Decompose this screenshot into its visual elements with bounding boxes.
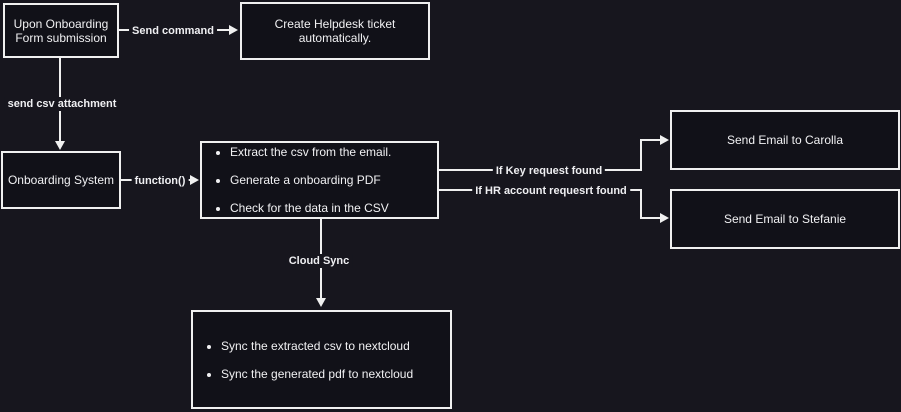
extract-task-list: Extract the csv from the email. Generate…	[212, 131, 391, 229]
arrow-head-icon	[55, 141, 65, 150]
edge-label-function: function()	[131, 174, 189, 188]
edge-label-if-key-request: If Key request found	[492, 164, 606, 178]
edge-if-key-line	[640, 139, 642, 171]
sync-task-item: Sync the extracted csv to nextcloud	[221, 339, 413, 353]
arrow-head-icon	[660, 213, 669, 223]
node-upon-onboarding-form-submission[interactable]: Upon Onboarding Form submission	[3, 3, 119, 58]
edge-if-hr-line	[640, 217, 661, 219]
edge-label-send-csv-attachment: send csv attachment	[4, 97, 120, 111]
edge-if-key-line	[640, 139, 661, 141]
arrow-head-icon	[660, 135, 669, 145]
edge-label-if-hr-account-request: If HR account requesrt found	[472, 184, 630, 198]
extract-task-item: Check for the data in the CSV	[230, 201, 391, 215]
arrow-head-icon	[190, 175, 199, 185]
extract-task-item: Generate a onboarding PDF	[230, 173, 391, 187]
node-send-email-stefanie[interactable]: Send Email to Stefanie	[670, 189, 900, 249]
node-extract-csv-tasks[interactable]: Extract the csv from the email. Generate…	[200, 141, 439, 219]
node-cloud-sync-tasks[interactable]: Sync the extracted csv to nextcloud Sync…	[191, 310, 452, 409]
edge-label-send-command: Send command	[129, 24, 217, 38]
arrow-head-icon	[229, 25, 238, 35]
edge-if-hr-line	[640, 189, 642, 219]
sync-task-list: Sync the extracted csv to nextcloud Sync…	[203, 325, 413, 395]
extract-task-item: Extract the csv from the email.	[230, 145, 391, 159]
edge-label-cloud-sync: Cloud Sync	[285, 254, 353, 268]
arrow-head-icon	[316, 298, 326, 307]
node-send-email-carolla[interactable]: Send Email to Carolla	[670, 110, 900, 170]
node-onboarding-system[interactable]: Onboarding System	[1, 151, 121, 209]
node-create-helpdesk-ticket[interactable]: Create Helpdesk ticket automatically.	[240, 2, 430, 60]
sync-task-item: Sync the generated pdf to nextcloud	[221, 367, 413, 381]
